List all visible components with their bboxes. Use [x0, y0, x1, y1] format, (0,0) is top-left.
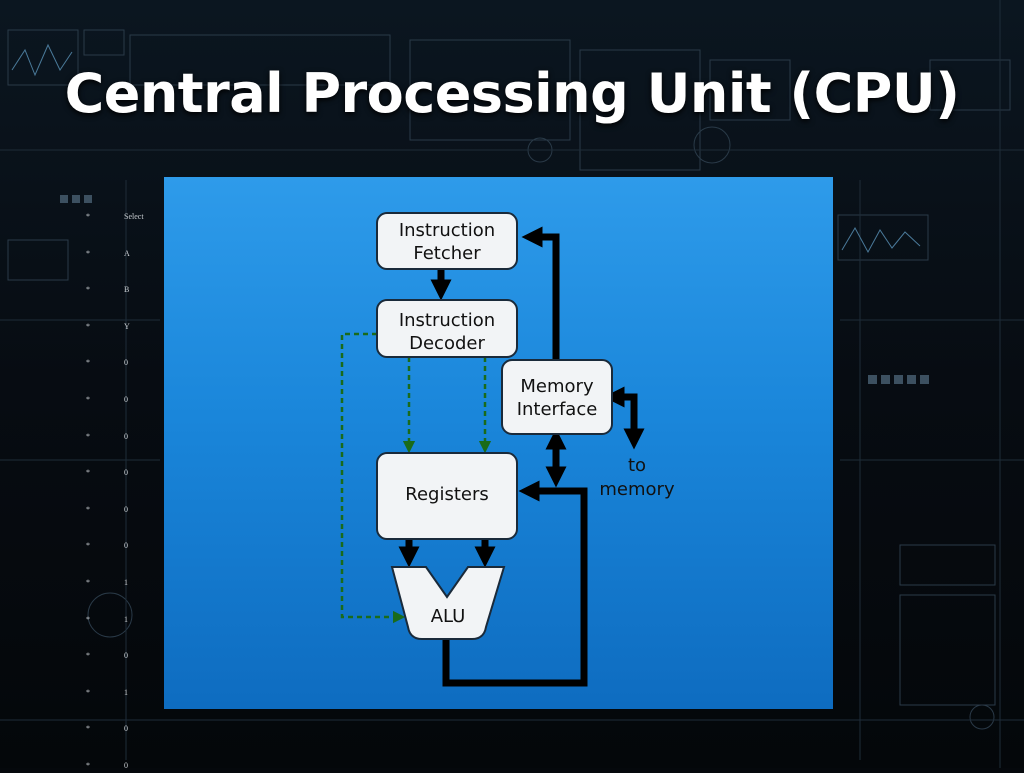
side-list-bullet: * — [86, 468, 90, 477]
side-list-value: 0 — [124, 505, 128, 514]
side-list-bullet: * — [86, 688, 90, 697]
memory-to-fetcher-arrow — [521, 226, 560, 360]
side-list-bullet: * — [86, 724, 90, 733]
side-list-bullet: * — [86, 285, 90, 294]
side-list-item: *0 — [86, 432, 156, 444]
side-list-bullet: * — [86, 761, 90, 770]
side-list-item: *0 — [86, 724, 156, 736]
to-memory-label-1: to — [628, 455, 646, 476]
side-list-item: * Select — [86, 212, 156, 224]
side-list-item: *0 — [86, 358, 156, 370]
instruction-fetcher-box — [376, 212, 518, 270]
side-list-item: *0 — [86, 468, 156, 480]
side-list-item: *0 — [86, 395, 156, 407]
side-list-item: *A — [86, 249, 156, 261]
instruction-fetcher-label-1: Instruction — [399, 220, 495, 241]
registers-label: Registers — [405, 484, 489, 505]
memory-interface-label-1: Memory — [520, 376, 594, 397]
decoder-to-alu-line — [340, 332, 406, 624]
side-list-bullet: * — [86, 249, 90, 258]
side-list-bullet: * — [86, 505, 90, 514]
side-list-item: *B — [86, 285, 156, 297]
side-list-value: Y — [124, 322, 130, 331]
side-list-bullet: * — [86, 541, 90, 550]
side-list-item: *Y — [86, 322, 156, 334]
side-list-value: 0 — [124, 468, 128, 477]
side-list-item: *1 — [86, 578, 156, 590]
side-list-bullet: * — [86, 395, 90, 404]
side-list-value: 1 — [124, 688, 128, 697]
side-list-item: *0 — [86, 505, 156, 517]
side-list-bullet: * — [86, 651, 90, 660]
side-list-value: 0 — [124, 432, 128, 441]
side-list-bullet: * — [86, 358, 90, 367]
side-list-value: 0 — [124, 761, 128, 770]
side-list-bullet: * — [86, 578, 90, 587]
side-list-bullet: * — [86, 322, 90, 331]
registers-box — [376, 452, 518, 540]
alu-shape — [390, 566, 506, 640]
diagram-panel: Instruction Fetcher Instruction Decoder … — [164, 177, 833, 709]
side-list-value: 0 — [124, 395, 128, 404]
side-list-value: 0 — [124, 651, 128, 660]
alu-to-registers-arrow — [442, 480, 588, 687]
side-list-bullet: * — [86, 615, 90, 624]
instruction-decoder-label-1: Instruction — [399, 310, 495, 331]
slide-title: Central Processing Unit (CPU) — [64, 62, 960, 125]
alu-label: ALU — [431, 606, 466, 627]
memory-interface-box — [501, 359, 613, 435]
instruction-decoder-label-2: Decoder — [409, 333, 485, 354]
side-list-value: 0 — [124, 541, 128, 550]
side-list-value: 1 — [124, 578, 128, 587]
side-list-value: A — [124, 249, 130, 258]
side-list-value: 0 — [124, 724, 128, 733]
side-list-item: *0 — [86, 541, 156, 553]
cpu-diagram: Instruction Fetcher Instruction Decoder … — [340, 212, 675, 687]
side-list-item: *1 — [86, 615, 156, 627]
side-list-value: 1 — [124, 615, 128, 624]
side-list-item: *0 — [86, 761, 156, 773]
side-list-item: *0 — [86, 651, 156, 663]
side-list-bullet: * — [86, 212, 90, 221]
instruction-decoder-box — [376, 299, 518, 358]
memory-external-arrow — [603, 386, 645, 450]
side-list-value: B — [124, 285, 130, 294]
side-list-value: 0 — [124, 358, 128, 367]
side-list-bullet: * — [86, 432, 90, 441]
to-memory-label-2: memory — [599, 479, 675, 500]
side-list-item: *1 — [86, 688, 156, 700]
side-list-value: Select — [124, 212, 144, 221]
instruction-fetcher-label-2: Fetcher — [413, 243, 481, 264]
memory-interface-label-2: Interface — [517, 399, 598, 420]
